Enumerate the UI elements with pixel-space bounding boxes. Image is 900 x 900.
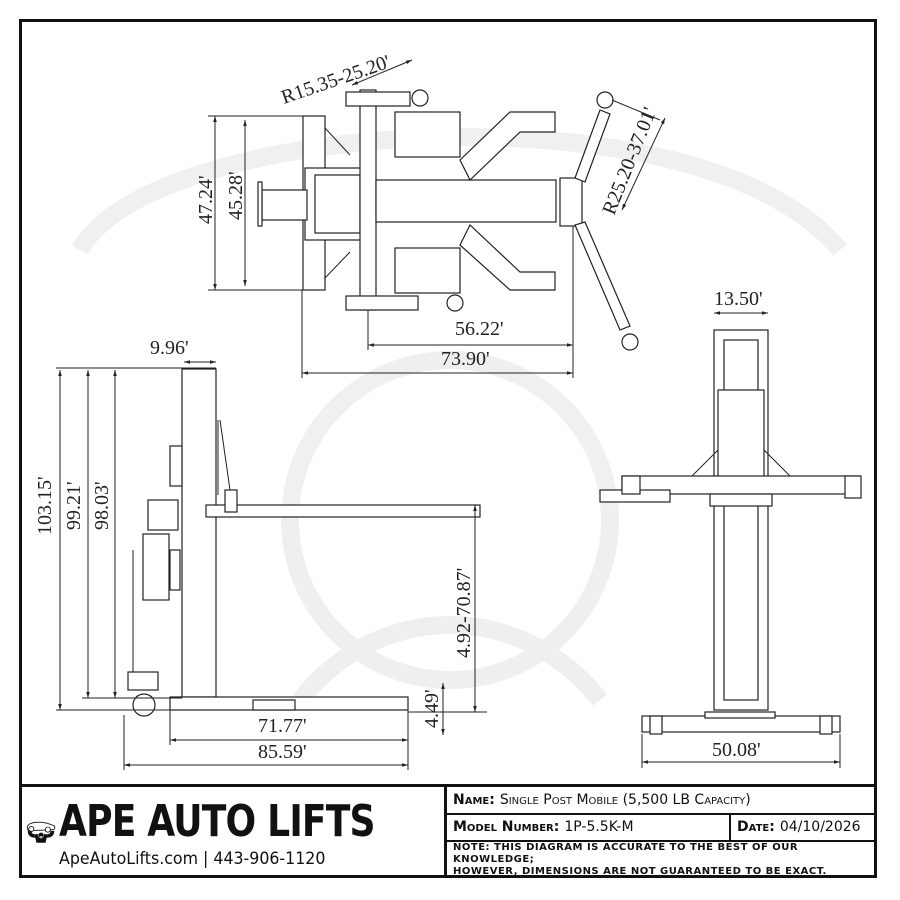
- side-view: [56, 360, 487, 770]
- dim-base-width: 50.08': [712, 739, 761, 761]
- model-value: 1P-5.5K-M: [564, 819, 634, 836]
- dim-overall-length-top: 73.90': [441, 348, 490, 370]
- dim-post-height: 99.21': [63, 481, 85, 530]
- note-line-2: however, dimensions are not guaranteed t…: [453, 866, 827, 877]
- info-section: Name: Single Post Mobile (5,500 LB Capac…: [447, 787, 877, 878]
- dim-arm-span: 56.22': [455, 318, 504, 340]
- dim-lift-range: 4.92-70.87': [453, 568, 475, 658]
- title-block: APE AUTO LIFTS ApeAutoLifts.com | 443-90…: [19, 784, 877, 878]
- dim-base-length: 71.77': [258, 715, 307, 737]
- dim-carriage-height: 98.03': [91, 481, 113, 530]
- date-label: Date:: [737, 819, 775, 836]
- dim-post-width: 13.50': [714, 288, 763, 310]
- dim-overall-length-side: 85.59': [258, 741, 307, 763]
- front-view: [599, 311, 862, 768]
- model-cell: Model Number: 1P-5.5K-M: [447, 814, 731, 840]
- gorilla-lifting-car-logo-icon: [26, 821, 56, 843]
- name-label: Name:: [453, 791, 495, 808]
- name-value: Single Post Mobile (5,500 LB Capacity): [499, 791, 751, 808]
- dim-overall-height: 103.15': [34, 476, 56, 535]
- date-cell: Date: 04/10/2026: [731, 815, 861, 840]
- dim-inner-width-top: 45.28': [225, 171, 247, 220]
- top-view: [208, 59, 666, 378]
- dim-post-depth: 9.96': [150, 337, 189, 359]
- note-row: Note: This diagram is accurate to the be…: [447, 842, 877, 878]
- drawing-frame: [19, 19, 877, 878]
- brand-name: APE AUTO LIFTS: [58, 795, 376, 847]
- dim-base-height: 4.49': [421, 689, 443, 728]
- brand-contact: ApeAutoLifts.com | 443-906-1120: [58, 848, 326, 869]
- model-label: Model Number:: [453, 819, 560, 836]
- brand-section: APE AUTO LIFTS ApeAutoLifts.com | 443-90…: [19, 787, 447, 878]
- model-date-row: Model Number: 1P-5.5K-M Date: 04/10/2026: [447, 814, 877, 842]
- date-value: 04/10/2026: [779, 819, 861, 836]
- note-line-1: Note: This diagram is accurate to the be…: [453, 842, 799, 865]
- dim-overall-width-top: 47.24': [195, 175, 217, 224]
- name-row: Name: Single Post Mobile (5,500 LB Capac…: [447, 787, 877, 815]
